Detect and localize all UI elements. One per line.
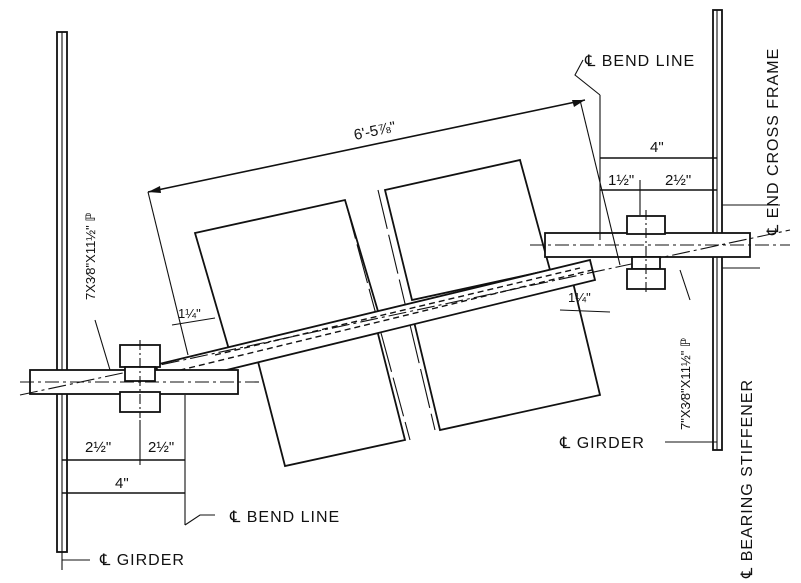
- bottom-left-dimensions: [62, 395, 186, 525]
- top-right-b-label: 2½": [665, 172, 691, 189]
- leader-bend-line-top: [574, 59, 601, 96]
- bottom-left-a-label: 2½": [85, 439, 111, 456]
- leader-plate-left: [94, 319, 111, 371]
- right-tab-plate: [530, 232, 790, 258]
- right-bolt: [626, 210, 666, 295]
- top-right-dimensions: [599, 95, 717, 240]
- girder-right-label: ℄ GIRDER: [559, 435, 645, 452]
- leader-plate-right: [679, 269, 691, 301]
- top-right-total-label: 4": [650, 139, 664, 156]
- bend-line-top-label: ℄ BEND LINE: [584, 53, 695, 70]
- left-bolt: [119, 340, 161, 418]
- end-cross-frame-label: ℄ END CROSS FRAME: [765, 48, 782, 236]
- overall-dimension-label: 6'-5⅞": [352, 118, 397, 143]
- bottom-left-b-label: 2½": [148, 439, 174, 456]
- left-girder-web: [56, 31, 68, 570]
- plate-right-label: 7"X3⁄8"X11½" ℙ: [678, 338, 693, 430]
- leader-bend-line-bottom: [184, 514, 215, 526]
- girder-left-label: ℄ GIRDER: [99, 552, 185, 569]
- left-offset-dimension: [171, 317, 216, 326]
- top-right-a-label: 1½": [608, 172, 634, 189]
- right-girder-web: [712, 9, 723, 451]
- bearing-stiffener-label: ℄ BEARING STIFFENER: [739, 379, 756, 579]
- plate-left-label: 7X3⁄8"X11½" ℙ: [83, 213, 98, 301]
- bend-line-bottom-label: ℄ BEND LINE: [229, 509, 340, 526]
- right-offset-label: 1¼": [568, 290, 591, 305]
- left-offset-label: 1¼": [178, 306, 201, 321]
- right-offset-dimension: [559, 309, 611, 313]
- leader-bearing-stiffener: [722, 204, 780, 269]
- bottom-left-total-label: 4": [115, 475, 129, 492]
